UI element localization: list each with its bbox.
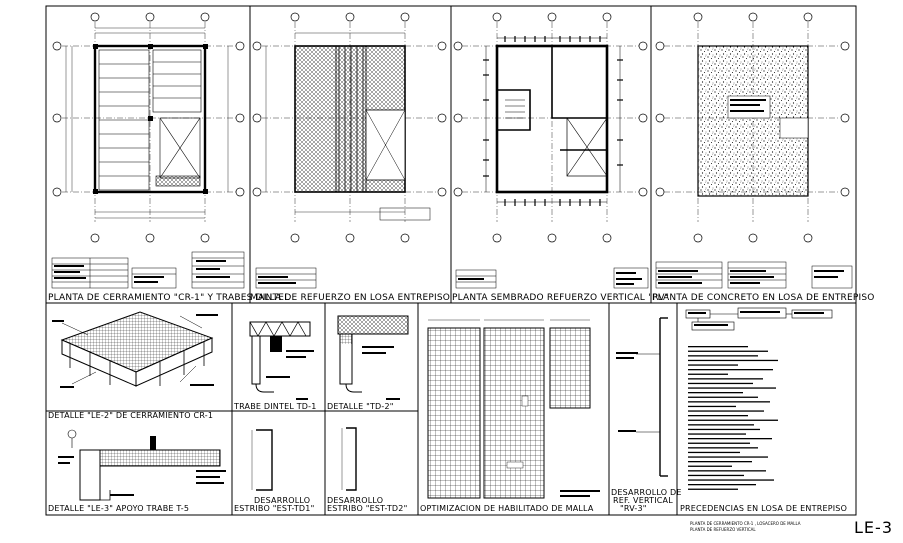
estribo-td2-drawing	[341, 427, 357, 491]
note-line	[688, 442, 750, 444]
panel-title-detalle-td2: DETALLE "TD-2"	[327, 402, 394, 411]
panel-title-optimizacion: OPTIMIZACION DE HABILITADO DE MALLA	[420, 504, 594, 513]
sembrado-refuerzo-drawing	[453, 12, 649, 289]
plan-cerramiento-drawing	[51, 12, 245, 289]
note-line	[688, 410, 764, 412]
note-line	[688, 364, 738, 366]
desarrollo-rv3-drawing	[616, 317, 668, 477]
panel-title-detalle-le2: DETALLE "LE-2" DE CERRAMIENTO CR-1	[48, 411, 214, 420]
note-line	[688, 350, 768, 352]
note-line	[688, 396, 758, 398]
note-line	[688, 373, 728, 375]
note-line	[688, 428, 760, 431]
note-line	[688, 438, 772, 440]
note-line	[688, 415, 748, 417]
note-line	[688, 387, 776, 389]
panel-title-detalle-le3: DETALLE "LE-3" APOYO TRABE T-5	[48, 504, 190, 513]
panel-title-planta-sembrado: PLANTA SEMBRADO REFUERZO VERTICAL "RV"	[452, 293, 670, 303]
note-line	[688, 488, 738, 490]
footnote-line-1: PLANTA DE CERRAMIENTO CR-1 , LOSACERO DE…	[690, 521, 801, 526]
note-line	[688, 474, 744, 477]
note-line	[688, 359, 778, 362]
note-line	[688, 346, 748, 348]
precedencias-drawing	[685, 307, 833, 490]
detalle-le3-drawing	[58, 429, 226, 501]
panel-title-estribo-td1-1: DESARROLLO	[254, 496, 311, 505]
panel-title-estribo-td2-2: ESTRIBO "EST-TD2"	[327, 504, 408, 513]
note-line	[688, 479, 774, 481]
malla-refuerzo-drawing	[252, 12, 447, 289]
sheet-number: LE-3	[854, 518, 893, 537]
panel-title-precedencias: PRECEDENCIAS EN LOSA DE ENTREPISO	[680, 504, 848, 513]
note-line	[688, 401, 770, 403]
note-line	[688, 465, 732, 467]
note-line	[688, 392, 743, 394]
planta-concreto-drawing	[655, 12, 853, 289]
note-line	[688, 405, 736, 408]
note-line	[688, 382, 753, 385]
note-line	[688, 355, 758, 357]
note-line	[688, 456, 768, 458]
panel-title-estribo-td2-1: DESARROLLO	[327, 496, 384, 505]
note-line	[688, 419, 778, 421]
detalle-td2-drawing	[337, 315, 409, 400]
footnote-line-2: PLANTA DE REFUERZO VERTICAL	[690, 527, 756, 532]
note-line	[688, 451, 740, 454]
note-line	[688, 378, 763, 380]
panel-title-estribo-td1-2: ESTRIBO "EST-TD1"	[234, 504, 315, 513]
panel-title-desarrollo-rv3-2: REF. VERTICAL	[613, 496, 673, 505]
note-line	[688, 484, 756, 486]
panel-title-trabe-dintel: TRABE DINTEL TD-1	[234, 402, 317, 411]
panel-title-desarrollo-rv3-1: DESARROLLO DE	[611, 488, 682, 497]
detalle-le2-drawing	[52, 311, 218, 388]
panel-title-planta-concreto: PLANTA DE CONCRETO EN LOSA DE ENTREPISO	[652, 293, 875, 303]
note-line	[688, 433, 746, 435]
note-line	[688, 461, 752, 463]
note-line	[688, 470, 766, 472]
panel-title-planta-cerramiento: PLANTA DE CERRAMIENTO "CR-1" Y TRABES DI…	[48, 293, 290, 303]
estribo-td1-drawing	[251, 429, 273, 491]
panel-title-malla-refuerzo: MALLA DE REFUERZO EN LOSA ENTREPISO	[250, 293, 451, 303]
trabe-dintel-drawing	[249, 321, 314, 400]
optimizacion-malla-drawing	[427, 319, 600, 499]
panel-title-desarrollo-rv3-3: "RV-3"	[620, 504, 647, 513]
note-line	[688, 424, 754, 426]
note-line	[688, 369, 773, 371]
note-line	[688, 447, 758, 449]
